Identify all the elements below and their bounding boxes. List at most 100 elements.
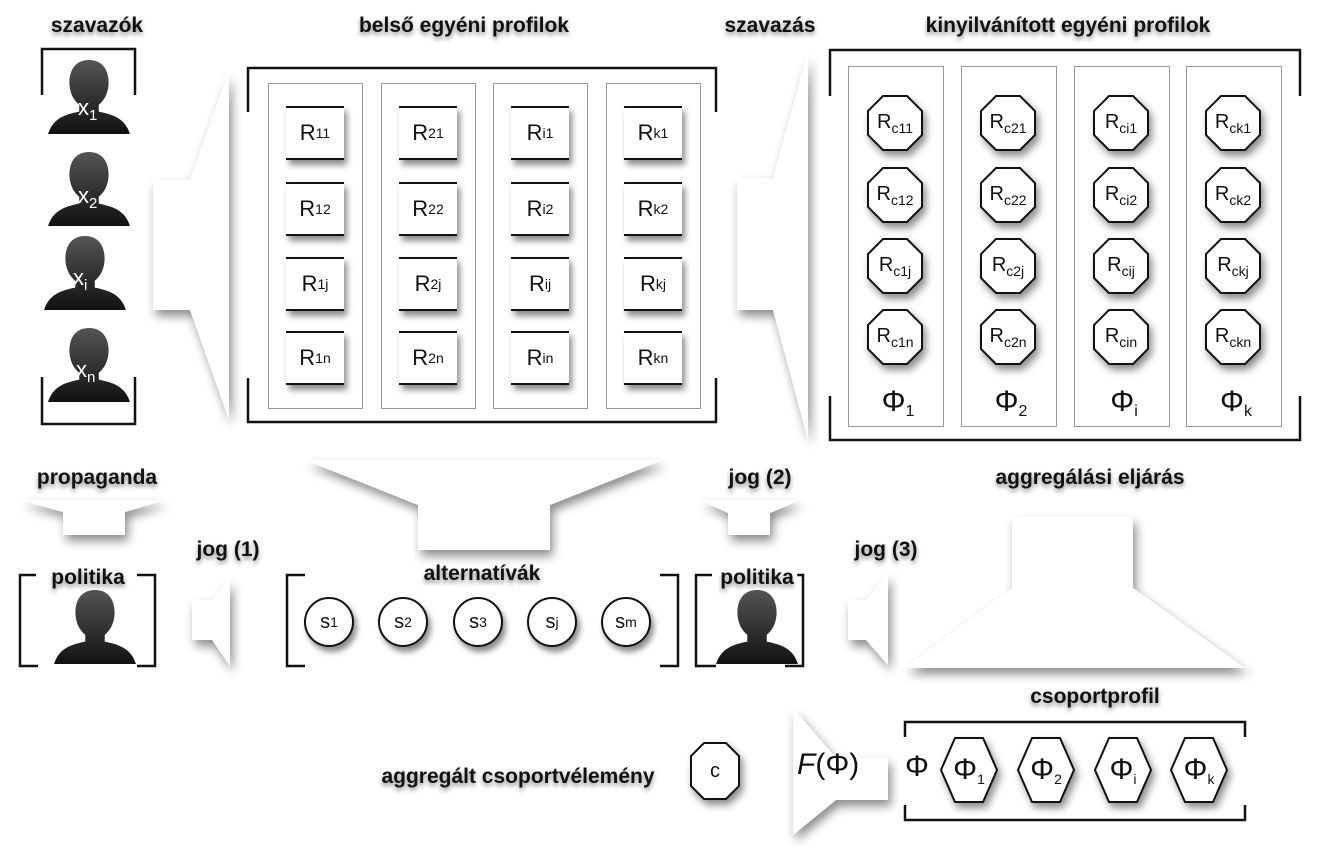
law2-title: jog (2) — [728, 466, 792, 489]
label-base: s — [545, 610, 556, 633]
politics-left-title: politika — [48, 566, 128, 590]
label-subscript: i — [1134, 403, 1138, 420]
label-subscript: 1 — [330, 614, 338, 630]
law1-title: jog (1) — [196, 538, 260, 561]
label-subscript: 2 — [1018, 403, 1028, 420]
octagon-label: Rc11 — [877, 111, 913, 136]
label-subscript: ck2 — [1229, 191, 1252, 208]
label-base: R — [1104, 324, 1120, 347]
label-base: Φ — [1109, 753, 1134, 786]
octagon-label: Rcin — [1105, 325, 1137, 350]
label-subscript: k — [1207, 771, 1215, 787]
label-subscript: 2j — [430, 276, 442, 292]
expressed-preference-octagon: Rckn — [1205, 309, 1261, 365]
octagon-label: Rci2 — [1105, 183, 1137, 208]
aggregation-funnel-shape — [905, 517, 1245, 668]
label-subscript: c12 — [890, 191, 914, 208]
label-subscript: k1 — [653, 125, 669, 141]
group-profile-bracket — [903, 720, 1247, 822]
politician-right-silhouette — [716, 589, 798, 665]
hexagon-label: Φk — [1184, 753, 1215, 787]
label-subscript: m — [625, 614, 637, 630]
label-subscript: 11 — [315, 125, 331, 141]
label-subscript: ij — [544, 276, 552, 292]
label-base: R — [991, 253, 1007, 276]
expressed-profile-phi: Φi — [1110, 385, 1138, 421]
label-base: s — [394, 610, 405, 633]
label-base: R — [639, 271, 656, 296]
expressed-preference-octagon: Rc2n — [980, 309, 1036, 365]
label-base: R — [876, 182, 891, 205]
octagon-label: Rck2 — [1215, 183, 1251, 208]
label-subscript: ci1 — [1119, 119, 1138, 136]
label-base: R — [412, 345, 429, 370]
expressed-preference-octagon: Rckj — [1205, 238, 1261, 294]
voters-title: szavazók — [50, 14, 144, 37]
label-base: R — [1214, 324, 1230, 347]
label-subscript: 1n — [315, 350, 331, 366]
label-subscript: 3 — [479, 614, 487, 630]
label-subscript: c22 — [1003, 191, 1027, 208]
expressed-preference-octagon: Rci1 — [1093, 95, 1149, 151]
group-profile-hexagon: Φ2 — [1017, 737, 1075, 803]
label-base: R — [412, 196, 429, 221]
law3-speaker-shape — [848, 572, 888, 665]
expressed-preference-octagon: Rcij — [1093, 238, 1149, 294]
alternatives-title: alternatívák — [423, 562, 541, 585]
label-base: Φ — [1220, 385, 1244, 418]
label-subscript: cij — [1121, 262, 1135, 279]
label-subscript: i — [1133, 771, 1137, 787]
label-base: Φ — [953, 753, 978, 786]
voters-bracket-bottom — [40, 377, 137, 426]
label-subscript: 1 — [89, 107, 98, 124]
label-base: R — [526, 120, 543, 145]
label-base: R — [878, 253, 894, 276]
label-subscript: n — [87, 369, 96, 386]
politics-left-bracket — [18, 573, 157, 668]
group-profile-hexagon: Φi — [1094, 737, 1152, 803]
label-base: s — [469, 610, 480, 633]
label-base: R — [299, 196, 316, 221]
label-subscript: cin — [1119, 333, 1138, 350]
voter-label: x2 — [78, 183, 97, 212]
label-base: Φ — [994, 385, 1019, 418]
label-base: x — [78, 95, 89, 120]
label-subscript: i2 — [542, 201, 554, 217]
aggregated-opinion-title: aggregált csoportvélemény — [381, 765, 655, 788]
group-profile-hexagon: Φk — [1170, 737, 1228, 803]
octagon-label: Rc12 — [876, 183, 913, 208]
internal-bracket-bottom — [246, 378, 718, 424]
octagon-label: Rcij — [1107, 254, 1135, 279]
aggregation-function-shape — [793, 708, 888, 835]
label-base: R — [989, 110, 1004, 133]
expressed-profile-phi: Φk — [1220, 385, 1252, 421]
label-subscript: 1j — [317, 276, 329, 292]
expressed-profile-phi: Φ2 — [995, 385, 1028, 421]
label-subscript: 1 — [977, 771, 985, 787]
law3-title: jog (3) — [854, 538, 918, 561]
label-base: R — [412, 120, 429, 145]
voter-label: xn — [76, 357, 95, 386]
label-base: R — [637, 196, 654, 221]
octagon-label: Rckn — [1215, 325, 1251, 350]
octagon-label: Rc1j — [879, 254, 911, 279]
voters-bracket-top — [40, 47, 137, 95]
octagon-label: Rc2n — [989, 325, 1026, 350]
hexagon-label: Φi — [1109, 753, 1136, 787]
label-base: Φ — [1183, 753, 1208, 786]
voter-label: x1 — [78, 95, 97, 124]
label-base: R — [1217, 253, 1232, 276]
aggregated-result-label: c — [710, 759, 720, 782]
label-subscript: kj — [655, 276, 666, 292]
expressed-profiles-title: kinyilvánított egyéni profilok — [925, 14, 1211, 37]
internal-profiles-title: belső egyéni profilok — [358, 14, 570, 37]
label-base: Φ — [1110, 385, 1135, 418]
